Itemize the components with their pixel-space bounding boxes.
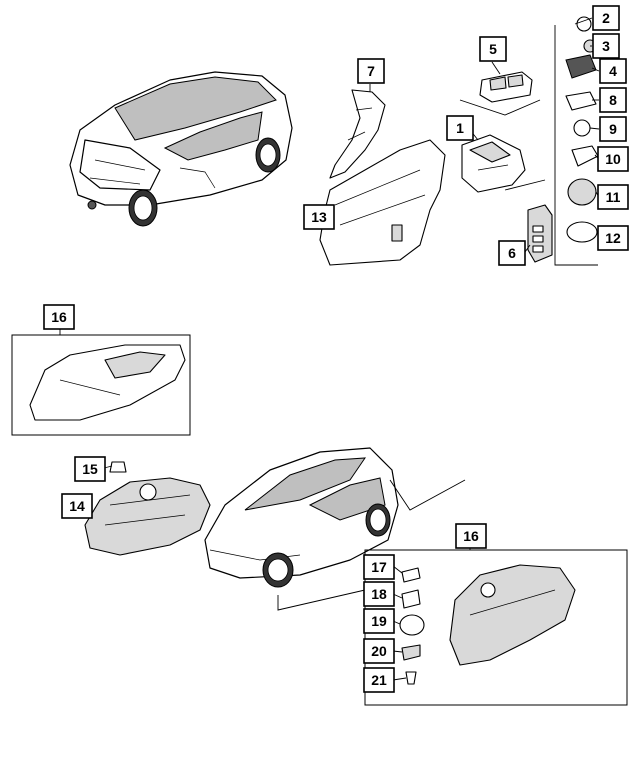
detail-panel-16-upper [11, 334, 191, 436]
svg-text:1: 1 [456, 120, 464, 136]
trunk-trim-14 [84, 477, 211, 556]
callout-20: 20 [363, 638, 395, 664]
svg-text:6: 6 [508, 245, 516, 261]
svg-text:2: 2 [602, 10, 610, 26]
svg-text:17: 17 [371, 559, 387, 575]
svg-text:13: 13 [311, 209, 327, 225]
svg-text:14: 14 [69, 498, 85, 514]
callout-18: 18 [363, 581, 395, 607]
svg-text:9: 9 [609, 121, 617, 137]
svg-text:10: 10 [605, 151, 621, 167]
svg-text:8: 8 [609, 92, 617, 108]
callout-8: 8 [599, 87, 627, 113]
callout-14: 14 [61, 493, 93, 519]
svg-text:16: 16 [463, 528, 479, 544]
callout-16-upper: 16 [43, 304, 75, 330]
vehicle-front-view [204, 447, 399, 588]
callout-17: 17 [363, 554, 395, 580]
svg-text:20: 20 [371, 643, 387, 659]
svg-text:19: 19 [371, 613, 387, 629]
callout-5: 5 [479, 36, 507, 62]
callout-10: 10 [597, 146, 629, 172]
callout-12: 12 [597, 225, 629, 251]
svg-text:15: 15 [82, 461, 98, 477]
callout-16-lower: 16 [455, 523, 487, 549]
callout-21: 21 [363, 667, 395, 693]
svg-text:4: 4 [609, 63, 617, 79]
svg-text:21: 21 [371, 672, 387, 688]
callout-19: 19 [363, 608, 395, 634]
callout-4: 4 [599, 58, 627, 84]
svg-text:12: 12 [605, 230, 621, 246]
callout-2: 2 [592, 5, 620, 31]
svg-text:3: 3 [602, 38, 610, 54]
callout-6: 6 [498, 240, 526, 266]
svg-text:11: 11 [606, 189, 621, 205]
callout-15: 15 [74, 456, 106, 482]
callout-7: 7 [357, 58, 385, 84]
callout-11: 11 [597, 184, 629, 210]
callout-1: 1 [446, 115, 474, 141]
callout-3: 3 [592, 33, 620, 59]
callout-9: 9 [599, 116, 627, 142]
switch-assembly-5 [479, 71, 533, 103]
quarter-trim-16-upper [29, 344, 186, 421]
pillar-trim-7 [329, 89, 386, 179]
svg-text:5: 5 [489, 41, 497, 57]
quarter-trim-panel-13 [319, 139, 446, 266]
svg-text:7: 7 [367, 63, 375, 79]
small-parts-lower [399, 567, 425, 685]
trim-panel-1 [461, 134, 526, 193]
vehicle-rear-view [69, 71, 293, 227]
svg-text:16: 16 [51, 309, 67, 325]
quarter-trim-16-lower [449, 564, 576, 666]
svg-text:18: 18 [371, 586, 387, 602]
clip-15 [109, 461, 127, 473]
bezel-6 [527, 204, 553, 263]
callout-13: 13 [303, 204, 335, 230]
